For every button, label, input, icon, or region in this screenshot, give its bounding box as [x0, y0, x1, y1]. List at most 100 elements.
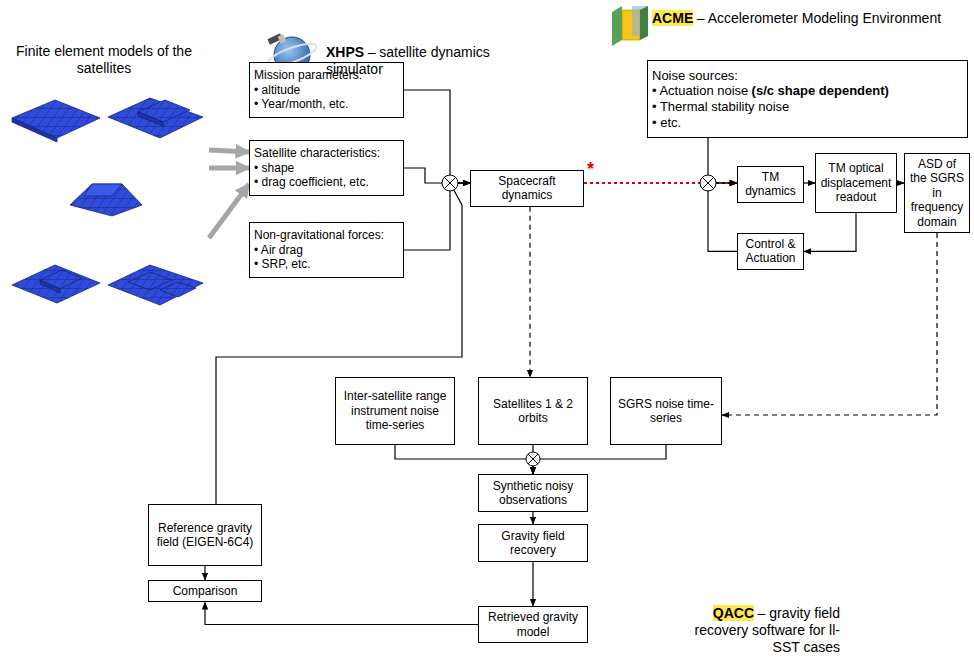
circle-shape [700, 175, 716, 191]
text-line: Noise sources: [652, 68, 963, 84]
recovery-panel: Inter-satellite range instrument noise t… [318, 367, 846, 656]
flow-arrow [404, 183, 470, 250]
text-line: Satellites 1 & 2 orbits [483, 397, 583, 426]
fe-satellite-model [108, 98, 203, 138]
fe-satellite-model [70, 184, 142, 216]
data-box: SGRS noise time-series [610, 377, 722, 445]
polygon-shape [12, 100, 100, 138]
text-line: TM optical displacement readout [820, 161, 892, 204]
flow-arrow [708, 183, 737, 251]
text-line: QACC– gravity field recovery software fo… [678, 605, 840, 655]
sum-junction [526, 452, 540, 466]
text-line: Control & Actuation [742, 237, 799, 266]
flow-arrow [533, 445, 666, 474]
box-label: Non-gravitational forces: [254, 228, 384, 242]
text-line: Non-gravitational forces: [254, 228, 399, 242]
box-label: SGRS noise time-series [618, 397, 714, 425]
box-text: TM optical displacement readout [820, 161, 892, 204]
box-label: • Thermal stability noise [652, 99, 789, 114]
box-label: • SRP, etc. [254, 257, 311, 271]
connector-group [205, 90, 937, 625]
box-text: Noise sources:• Actuation noise(s/c shap… [652, 68, 963, 130]
circle-shape [442, 175, 458, 191]
text-line: • Thermal stability noise [652, 99, 963, 115]
box-text: Reference gravity field (EIGEN-6C4) [153, 521, 257, 550]
box-label: Spacecraft dynamics [498, 174, 555, 202]
panel-fill [1, 35, 207, 348]
data-box: Satellites 1 & 2 orbits [478, 377, 588, 445]
box-label: Synthetic noisy observations [493, 479, 574, 507]
polygon-shape [160, 282, 196, 297]
rect-shape [278, 34, 287, 44]
polygon-shape [640, 6, 648, 40]
process-box: TM optical displacement readout [815, 153, 897, 213]
box-text: Satellite characteristics:• shape• drag … [254, 146, 399, 189]
text-line: Synthetic noisy observations [483, 479, 583, 508]
flow-arrow [804, 213, 856, 251]
polygon-shape [70, 184, 142, 216]
flow-arrow [216, 183, 470, 504]
noise-box: Noise sources:• Actuation noise(s/c shap… [647, 60, 968, 138]
box-label: • drag coefficient, etc. [254, 175, 369, 189]
simulator-panel: Mission parameters:• altitude• Year/mont… [238, 34, 597, 348]
box-text: TM dynamics [742, 170, 799, 199]
fe-satellite-model [12, 100, 100, 142]
box-text: Control & Actuation [742, 237, 799, 266]
edge-label: * [586, 160, 595, 178]
process-box: Control & Actuation [737, 233, 804, 270]
text-line: ASD of the SGRS in frequency domain [909, 157, 965, 229]
panel-title-text: ACME [652, 10, 693, 26]
text-line: • Year/month, etc. [254, 97, 399, 111]
polygon-shape [84, 184, 122, 196]
path-shape [444, 177, 455, 188]
polygon-shape [612, 6, 622, 46]
sum-junction [442, 175, 458, 191]
circle-shape [526, 452, 540, 466]
text-line: Comparison [153, 584, 257, 598]
text-line: Inter-satellite range instrument noise t… [340, 389, 450, 432]
box-label: Inter-satellite range instrument noise t… [344, 389, 447, 432]
polygon-shape [12, 265, 100, 303]
box-label: Noise sources: [652, 68, 738, 83]
polygon-shape [108, 265, 203, 305]
text-line: Retrieved gravity model [483, 610, 583, 639]
text-line: ACME– Accelerometer Modeling Environment [652, 10, 952, 27]
text-line: • Actuation noise(s/c shape dependent) [652, 83, 963, 99]
flow-arrow [532, 512, 533, 524]
flow-arrow [532, 562, 533, 606]
panel-title-text: QACC [713, 605, 754, 621]
panel-title: QACC– gravity field recovery software fo… [678, 605, 840, 655]
box-label: Retrieved gravity model [488, 610, 578, 638]
data-flow-arrow [529, 207, 530, 377]
panel-title: XHPS– satellite dynamics simulator [326, 44, 526, 78]
text-line: SGRS noise time-series [615, 397, 717, 426]
data-flow-arrow [722, 233, 937, 415]
box-text: Retrieved gravity model [483, 610, 583, 639]
box-label: Satellites 1 & 2 orbits [493, 397, 573, 425]
box-label: Reference gravity field (EIGEN-6C4) [157, 521, 254, 549]
panel-title: Finite element models of the satellites [5, 43, 203, 77]
text-line: • shape [254, 161, 399, 175]
text-line: • altitude [254, 83, 399, 97]
text-line: Spacecraft dynamics [475, 174, 579, 203]
process-box: Comparison [148, 580, 262, 602]
polygon-shape [12, 118, 57, 142]
text-line: • SRP, etc. [254, 257, 399, 271]
box-label: TM optical displacement readout [821, 161, 892, 204]
input-arrow [209, 184, 249, 238]
input-arrow [209, 150, 249, 152]
box-text: Comparison [153, 584, 257, 598]
process-box: Gravity field recovery [478, 524, 588, 562]
flow-arrow [404, 168, 470, 183]
box-label: TM dynamics [745, 170, 796, 198]
polygon-shape [138, 112, 163, 126]
sum-junction [700, 175, 716, 191]
path-shape [702, 177, 713, 188]
process-box: ASD of the SGRS in frequency domain [904, 153, 970, 233]
polygon-shape [40, 280, 60, 293]
panel-title-text: XHPS [326, 44, 364, 60]
polygon-shape [108, 98, 203, 138]
box-text: Spacecraft dynamics [475, 174, 579, 203]
process-box: Synthetic noisy observations [478, 474, 588, 512]
